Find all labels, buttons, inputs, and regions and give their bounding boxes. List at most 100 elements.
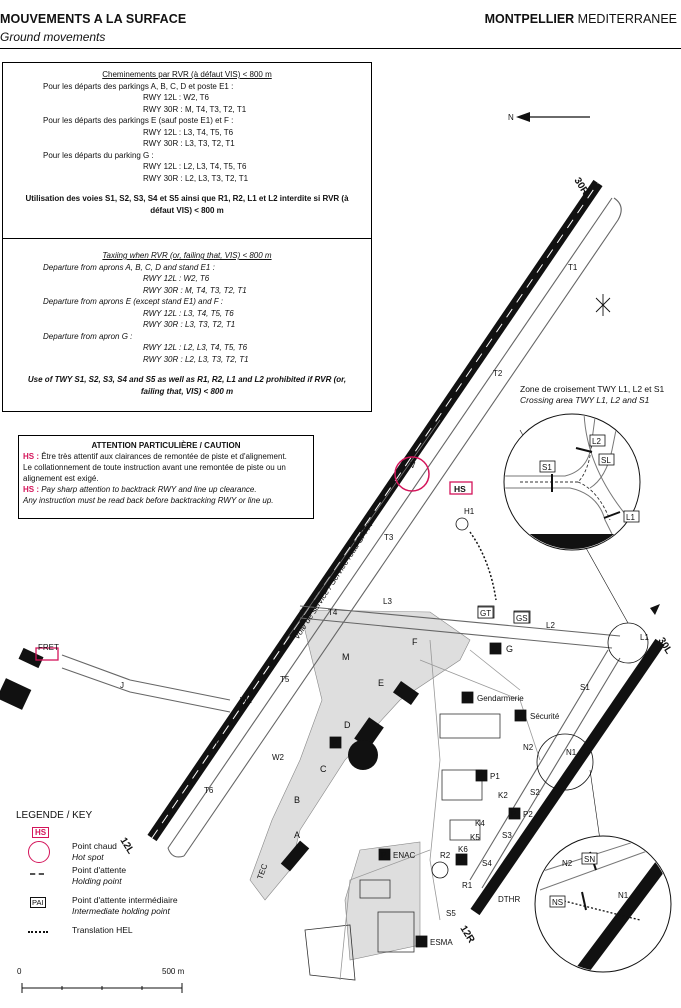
twy-s2: S2 — [530, 788, 540, 797]
inset-crossing-title: Zone de croisement TWY L1, L2 et S1 Cros… — [520, 384, 664, 406]
parking-enac-icon: P — [381, 851, 386, 860]
page-subtitle: Ground movements — [0, 30, 106, 44]
parking-p-s4: P — [458, 856, 463, 865]
twy-w1: W1 — [240, 696, 253, 705]
securite-label: Sécurité — [530, 712, 560, 721]
inset-n1-n2: N2 — [562, 859, 573, 868]
heli-point-h1 — [455, 517, 469, 531]
inset-crossing-s1: S1 — [542, 463, 552, 472]
twy-s5: S5 — [446, 909, 456, 918]
twy-t2: T2 — [493, 369, 503, 378]
rvr-fr-line: RWY 12L : L3, T4, T5, T6 — [143, 127, 234, 137]
scale-bar — [21, 983, 183, 993]
parking-esma-icon: P — [418, 938, 423, 947]
inset-crossing-s1-box — [539, 460, 556, 473]
airport-name: MONTPELLIER MEDITERRANEE — [485, 12, 677, 26]
twy-s3: S3 — [502, 831, 512, 840]
legend-item-holding: Point d'attente Holding point — [16, 865, 236, 895]
twy-r2: R2 — [440, 851, 451, 860]
apron-areas — [249, 609, 471, 961]
rvr-en-line: RWY 12L : L3, T4, T5, T6 — [143, 308, 234, 318]
twy-v: V — [410, 461, 416, 470]
parking-p1-icon: P — [478, 772, 483, 781]
parking-p-gendarmerie: P — [464, 694, 469, 703]
apron-m: M — [342, 652, 350, 662]
rvr-en-line: RWY 12L : L2, L3, T4, T5, T6 — [143, 343, 248, 352]
rvr-en-warning: Use of TWY S1, S2, S3, S4 and S5 as well… — [27, 375, 347, 396]
airport-name-rest: MEDITERRANEE — [574, 12, 677, 26]
inset-crossing-l1: L1 — [626, 513, 635, 522]
rvr-fr-warning: Utilisation des voies S1, S2, S3, S4 et … — [25, 194, 349, 215]
rvr-fr-line: RWY 12L : L2, L3, T4, T5, T6 — [143, 162, 247, 171]
parking-p-gendarmerie-box — [461, 691, 474, 704]
rvr-en-line: Departure from aprons E (except stand E1… — [43, 297, 223, 306]
inset-n1-sn: SN — [584, 855, 595, 864]
inset-crossing-sl: SL — [601, 456, 611, 465]
legend-title: LEGENDE / KEY — [16, 810, 93, 821]
taxiway-S — [469, 649, 609, 881]
twy-y: Y — [214, 738, 220, 747]
apron-g: G — [506, 644, 513, 654]
apron-e: E — [378, 678, 384, 688]
runway-12R-30L — [470, 638, 665, 916]
rvr-fr-line: Pour les départs des parkings E (sauf po… — [43, 116, 234, 125]
zone-n1-circle — [536, 733, 594, 791]
caution-en-2: Any instruction must be read back before… — [23, 496, 274, 505]
rvr-box-divider — [3, 238, 371, 239]
twy-l1: L1 — [640, 633, 649, 642]
apron-f: F — [412, 637, 418, 647]
p2-label: P2 — [523, 810, 533, 819]
heli-route-icon — [28, 931, 48, 933]
parking-p-securite: P — [517, 712, 522, 721]
landside-roads — [339, 639, 541, 981]
rvr-fr-section: Cheminements par RVR (à défaut VIS) < 80… — [3, 69, 371, 216]
apron-d: D — [344, 720, 351, 730]
inset-crossing-l2: L2 — [592, 437, 601, 446]
rvr-procedures-box: Cheminements par RVR (à défaut VIS) < 80… — [2, 62, 372, 412]
taxiway-L — [299, 605, 621, 637]
parking-p-terminal: P — [332, 739, 337, 748]
fret-building — [18, 647, 44, 669]
hotspot-circle — [394, 456, 430, 492]
parallel-taxiway — [167, 197, 622, 858]
rvr-fr-line: RWY 30R : M, T4, T3, T2, T1 — [143, 104, 247, 114]
inset-crossing-sl-box — [598, 453, 615, 466]
twy-k2: K2 — [498, 791, 508, 800]
twy-dthr: DTHR — [498, 895, 520, 904]
rvr-fr-line: RWY 12L : W2, T6 — [143, 93, 209, 102]
twy-l2: L2 — [546, 621, 555, 630]
twy-s4: S4 — [482, 859, 492, 868]
page-title: MOUVEMENTS A LA SURFACE — [0, 12, 187, 26]
twy-s1: S1 — [580, 683, 590, 692]
leader-line-bottom — [589, 769, 601, 841]
legend-label-en: Hot spot — [72, 852, 104, 862]
caution-title: ATTENTION PARTICULIÈRE / CAUTION — [91, 441, 241, 450]
scale-0: 0 — [17, 967, 22, 976]
north-arrow — [516, 112, 590, 122]
hs-tag-label: HS — [454, 484, 466, 494]
rvr-fr-title: Cheminements par RVR (à défaut VIS) < 80… — [102, 70, 272, 79]
parking-p-terminal-box — [329, 736, 342, 749]
inset-crossing-title-en: Crossing area TWY L1, L2 and S1 — [520, 395, 650, 405]
twy-t5: T5 — [280, 675, 290, 684]
legend-hs-tag: HS — [32, 827, 50, 838]
twy-t6: T6 — [204, 786, 214, 795]
caution-box: ATTENTION PARTICULIÈRE / CAUTION HS : Êt… — [18, 435, 314, 519]
heli-route — [469, 531, 497, 601]
header-divider — [0, 48, 681, 49]
scale-500: 500 m — [162, 967, 185, 976]
inset-n1-ns-box — [549, 895, 566, 908]
parking-enac-icon-box — [378, 848, 391, 861]
parking-esma-icon-box — [415, 935, 428, 948]
rvr-en-line: RWY 30R : L3, T3, T2, T1 — [143, 320, 236, 329]
rvr-en-line: Departure from aprons A, B, C, D and sta… — [43, 262, 215, 272]
p1-label: P1 — [490, 772, 500, 781]
parking-p-s4-box — [455, 853, 468, 866]
twy-t1: T1 — [568, 263, 578, 272]
apron-a: A — [294, 830, 300, 840]
hotspot-tag — [449, 481, 473, 495]
legend: LEGENDE / KEY HS Point chaud Hot spot Po… — [16, 810, 236, 976]
legend-label-en: Holding point — [72, 876, 122, 886]
rvr-en-line: RWY 30R : M, T4, T3, T2, T1 — [143, 285, 247, 295]
